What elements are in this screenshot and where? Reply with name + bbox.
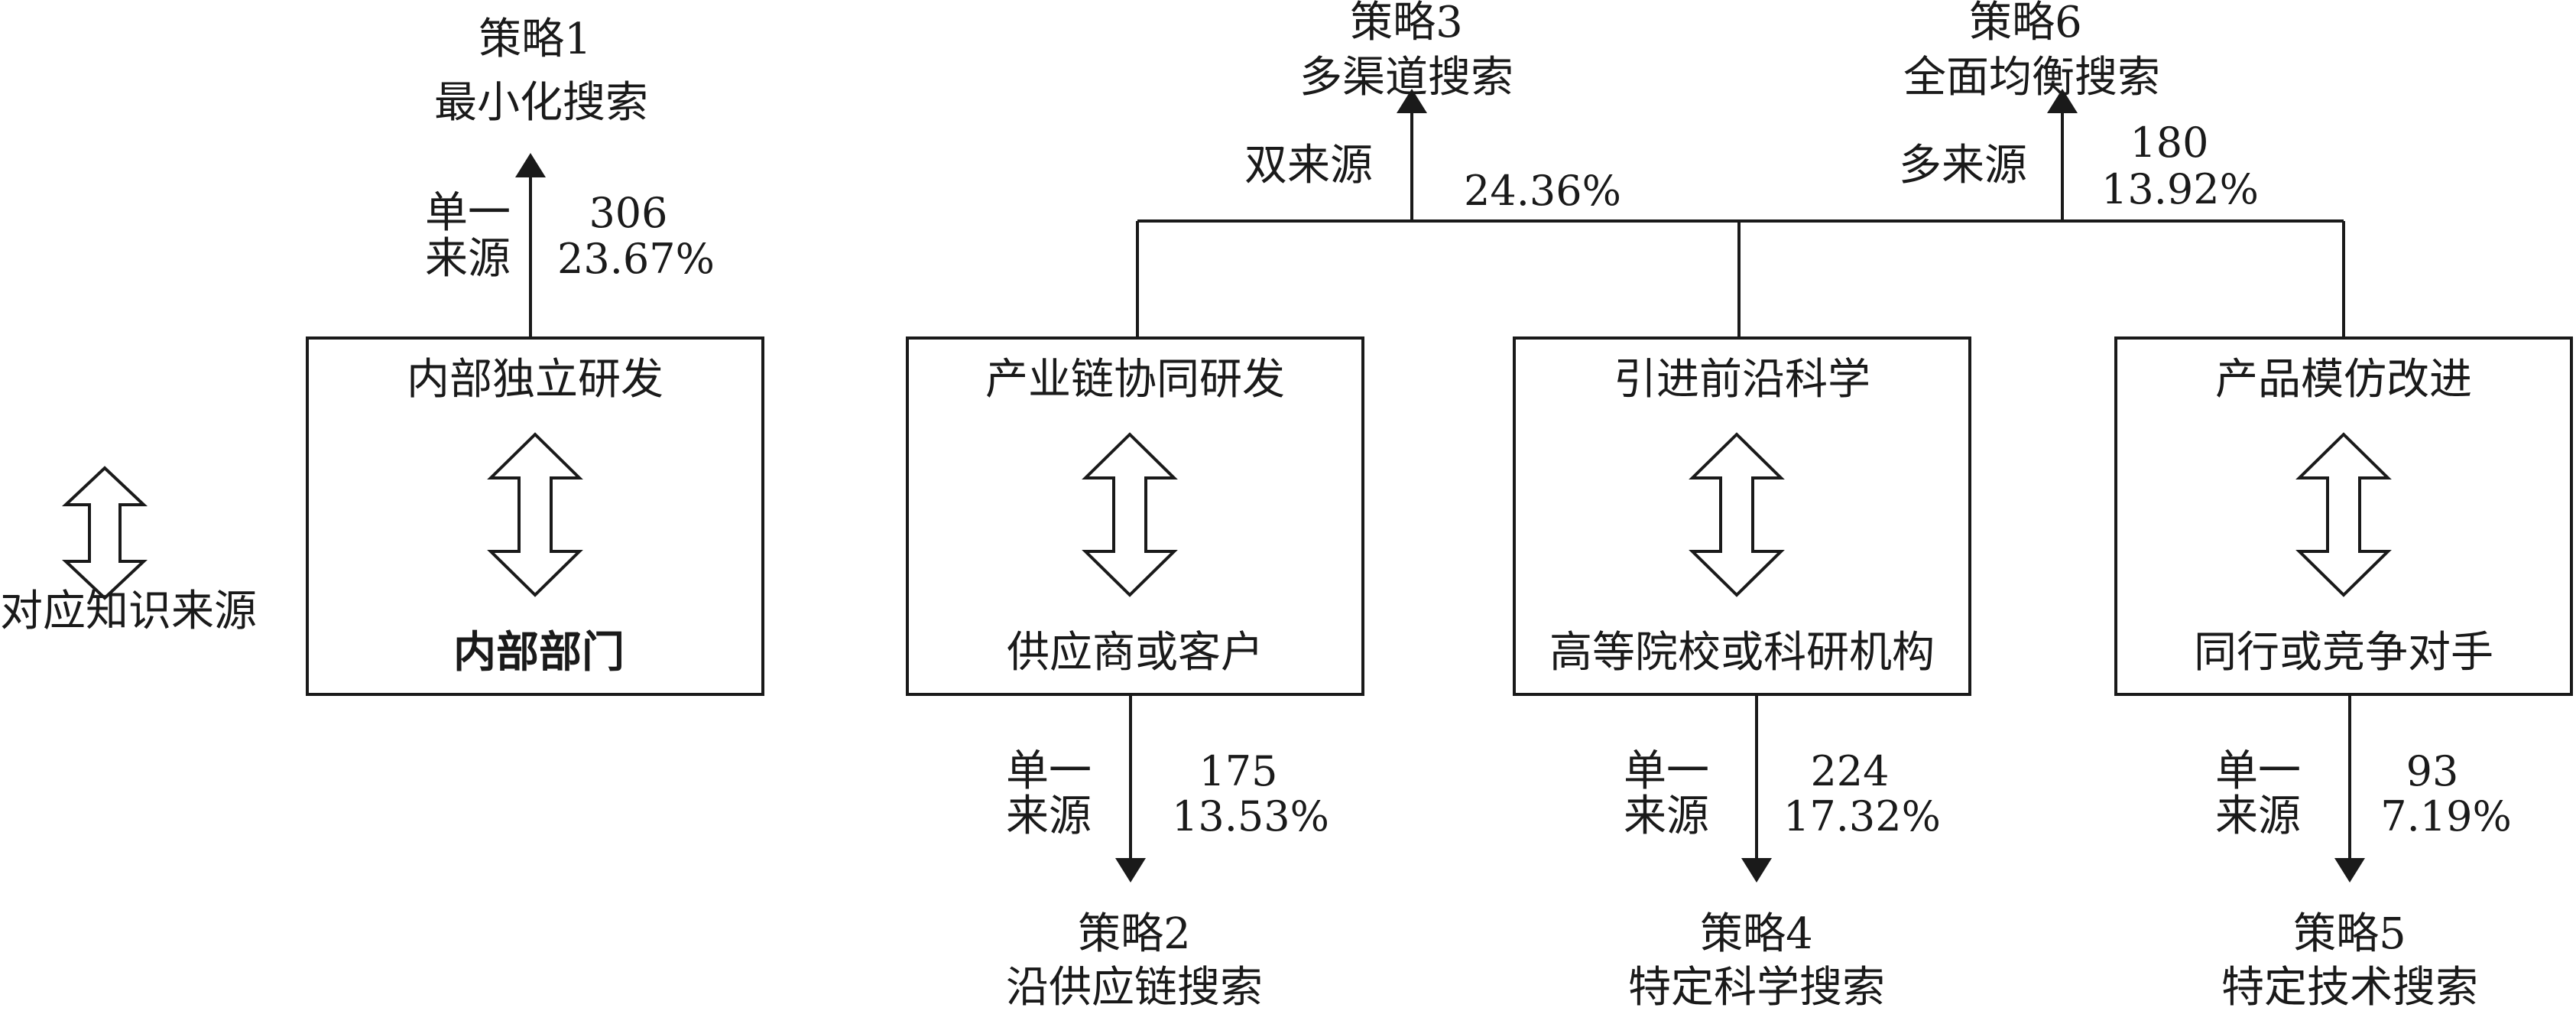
strategy1-source-type-2: 来源 [425, 234, 511, 284]
strategy6-count: 180 [2130, 119, 2208, 167]
strategy3-desc: 多渠道搜索 [1299, 53, 1513, 102]
strategy1-source-type-1: 单一 [425, 188, 511, 238]
strategy1-desc: 最小化搜索 [434, 78, 648, 128]
box-product-imitation-title: 产品模仿改进 [2215, 355, 2472, 405]
strategy1-percent: 23.67% [557, 235, 715, 283]
strategy4-source-type-2: 来源 [1624, 792, 1709, 841]
strategy3-percent: 24.36% [1464, 167, 1621, 215]
strategy2-percent: 13.53% [1172, 792, 1329, 840]
double-arrow-icon [487, 432, 583, 597]
strategy4-desc: 特定科学搜索 [1628, 963, 1885, 1011]
strategy6-source-type: 多来源 [1899, 141, 2027, 190]
box-frontier-science-source: 高等院校或科研机构 [1549, 628, 1935, 678]
strategy5-source-type-2: 来源 [2215, 792, 2301, 841]
strategy4-count: 224 [1810, 747, 1889, 795]
double-arrow-icon [1689, 432, 1785, 597]
strategy4-source-type-1: 单一 [1624, 746, 1709, 796]
strategy5-count: 93 [2406, 747, 2459, 795]
strategy6-percent: 13.92% [2101, 165, 2259, 213]
double-arrow-icon [1082, 432, 1178, 597]
strategy2-name: 策略2 [1078, 909, 1191, 959]
box-product-imitation-source: 同行或竞争对手 [2194, 628, 2493, 678]
strategy4-percent: 17.32% [1783, 792, 1941, 840]
double-arrow-icon [2295, 432, 2392, 597]
strategy3-source-type: 双来源 [1244, 141, 1373, 190]
strategy2-source-type-1: 单一 [1006, 746, 1092, 796]
side-label: 对应知识来源 [0, 587, 257, 636]
strategy5-name: 策略5 [2293, 909, 2406, 959]
strategy1-name: 策略1 [479, 15, 592, 64]
strategy4-name: 策略4 [1700, 909, 1813, 959]
box-industry-chain-rd-source: 供应商或客户 [1007, 628, 1264, 678]
strategy3-name: 策略3 [1350, 0, 1463, 47]
double-arrow-icon [61, 466, 148, 600]
strategy5-percent: 7.19% [2380, 792, 2512, 840]
strategy5-desc: 特定技术搜索 [2221, 963, 2478, 1011]
box-frontier-science-title: 引进前沿科学 [1614, 355, 1870, 405]
strategy6-desc: 全面均衡搜索 [1903, 53, 2160, 102]
box-industry-chain-rd-title: 产业链协同研发 [985, 355, 1285, 405]
box-internal-rd-title: 内部独立研发 [407, 355, 663, 405]
strategy2-desc: 沿供应链搜索 [1006, 963, 1263, 1011]
strategy2-source-type-2: 来源 [1006, 792, 1092, 841]
strategy1-count: 306 [589, 189, 667, 237]
strategy2-count: 175 [1199, 747, 1277, 795]
box-internal-rd-source: 内部部门 [453, 628, 625, 678]
strategy5-source-type-1: 单一 [2215, 746, 2301, 796]
strategy6-name: 策略6 [1969, 0, 2082, 47]
